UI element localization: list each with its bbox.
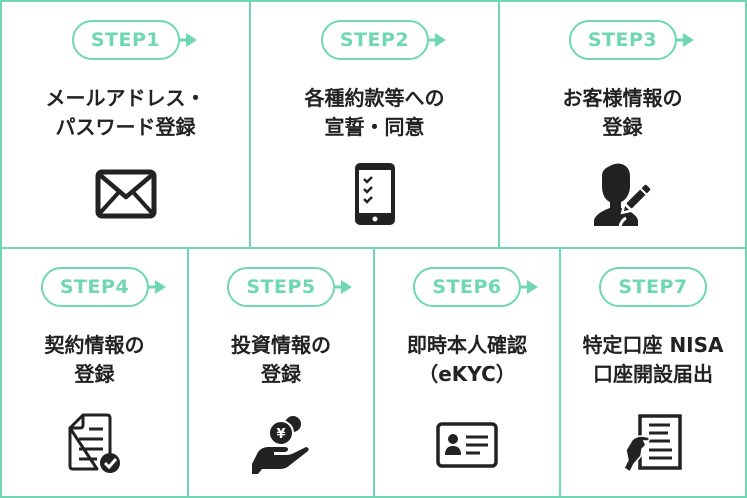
step-label: STEP2 xyxy=(339,29,410,51)
step-title-line: 宣誓・同意 xyxy=(324,115,425,139)
step-title-line: 即時本人確認 xyxy=(407,333,527,357)
arrow-right-icon xyxy=(519,280,538,294)
arrow-right-icon xyxy=(674,33,694,47)
step-label: STEP7 xyxy=(618,276,688,298)
svg-text:¥: ¥ xyxy=(276,427,285,442)
step-title: 契約情報の 登録 xyxy=(2,331,187,389)
hand-yen-coin-icon: ¥ xyxy=(252,416,309,474)
step-card-7: STEP7 特定口座 NISA 口座開設届出 xyxy=(559,247,747,498)
step-badge: STEP1 xyxy=(71,20,197,60)
arrow-right-icon xyxy=(426,33,446,47)
step-title-line: 特定口座 NISA xyxy=(582,333,724,357)
step-label: STEP5 xyxy=(246,276,316,298)
step-card-5: STEP5 投資情報の 登録 ¥ xyxy=(187,247,375,498)
step-card-6: STEP6 即時本人確認 （eKYC） xyxy=(373,247,561,498)
step-title-line: 登録 xyxy=(602,115,643,139)
arrow-right-icon xyxy=(177,33,197,47)
step-label: STEP3 xyxy=(587,29,658,51)
step-label: STEP4 xyxy=(59,276,130,298)
step-title-line: メールアドレス・ xyxy=(45,86,206,110)
step-title-line: 各種約款等への xyxy=(304,86,445,110)
document-check-icon xyxy=(68,413,120,473)
step-title-line: （eKYC） xyxy=(418,362,516,386)
user-edit-icon xyxy=(593,163,653,227)
hand-document-icon xyxy=(623,414,682,474)
envelope-icon xyxy=(95,169,156,219)
step-title: メールアドレス・ パスワード登録 xyxy=(2,84,249,142)
step-title: お客様情報の 登録 xyxy=(500,84,745,142)
step-title-line: パスワード登録 xyxy=(55,115,196,139)
step-badge: STEP5 xyxy=(227,267,352,307)
step-badge: STEP4 xyxy=(40,267,166,307)
step-badge: STEP3 xyxy=(568,20,694,60)
step-title-line: お客様情報の xyxy=(562,86,683,110)
step-title-line: 登録 xyxy=(261,362,301,386)
step-title-line: 投資情報の xyxy=(231,333,331,357)
step-badge: STEP6 xyxy=(413,267,538,307)
step-card-4: STEP4 契約情報の 登録 xyxy=(0,247,189,498)
id-card-icon xyxy=(436,422,498,468)
step-title: 各種約款等への 宣誓・同意 xyxy=(251,84,498,142)
step-title: 投資情報の 登録 xyxy=(189,331,373,389)
step-card-3: STEP3 お客様情報の 登録 xyxy=(498,0,747,249)
step-badge: STEP7 xyxy=(599,267,707,307)
step-title-line: 契約情報の xyxy=(44,333,145,357)
step-badge: STEP2 xyxy=(320,20,446,60)
step-label: STEP1 xyxy=(90,29,161,51)
step-label: STEP6 xyxy=(432,276,502,298)
arrow-right-icon xyxy=(333,280,352,294)
step-title-line: 登録 xyxy=(74,362,115,386)
step-card-2: STEP2 各種約款等への 宣誓・同意 xyxy=(249,0,500,249)
step-title-line: 口座開設届出 xyxy=(593,362,713,386)
arrow-right-icon xyxy=(146,280,166,294)
step-title: 特定口座 NISA 口座開設届出 xyxy=(561,331,745,389)
tablet-checklist-icon xyxy=(354,163,395,225)
step-card-1: STEP1 メールアドレス・ パスワード登録 xyxy=(0,0,251,249)
step-title: 即時本人確認 （eKYC） xyxy=(375,331,559,389)
